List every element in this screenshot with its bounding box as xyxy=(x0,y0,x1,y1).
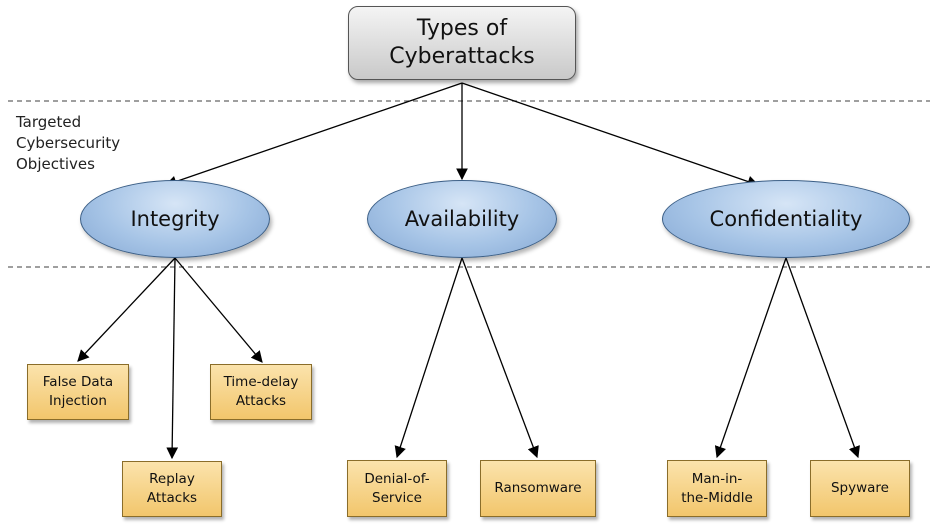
attack-time-delay-line1: Time-delay xyxy=(223,374,299,390)
arrow-confidentiality-to-man-in-the-middle xyxy=(714,257,787,459)
root-node: Types of Cyberattacks xyxy=(348,6,576,80)
attack-time-delay: Time-delay Attacks xyxy=(210,364,312,420)
side-label-line1: Targeted xyxy=(16,113,82,131)
arrow-integrity-to-false-data-injection xyxy=(77,257,176,362)
objective-availability-label: Availability xyxy=(404,207,520,231)
attack-man-in-the-middle: Man-in- the-Middle xyxy=(667,460,767,517)
attack-time-delay-line2: Attacks xyxy=(235,393,287,409)
arrow-availability-to-ransomware xyxy=(461,257,539,459)
side-label-line2: Cybersecurity xyxy=(16,134,121,152)
attack-false-data-injection-line1: False Data xyxy=(42,374,114,390)
objective-integrity-label: Integrity xyxy=(130,207,220,231)
arrow-root-to-integrity xyxy=(164,82,463,188)
attack-denial-of-service-line1: Denial-of- xyxy=(364,470,430,487)
arrow-confidentiality-to-spyware xyxy=(785,257,860,459)
arrow-integrity-to-time-delay xyxy=(174,257,263,363)
arrow-root-to-confidentiality xyxy=(461,82,760,188)
arrow-availability-to-denial-of-service xyxy=(394,257,463,459)
attack-false-data-injection-line2: Injection xyxy=(49,393,107,409)
attack-replay-line2: Attacks xyxy=(146,490,198,506)
attack-spyware: Spyware xyxy=(810,460,910,517)
attack-ransomware-line1: Ransomware xyxy=(494,480,582,496)
side-label-line3: Objectives xyxy=(16,155,95,173)
objective-availability: Availability xyxy=(367,180,557,258)
attack-denial-of-service: Denial-of- Service xyxy=(347,460,447,517)
root-label-line2: Cyberattacks xyxy=(389,44,535,69)
attack-replay: Replay Attacks xyxy=(122,461,222,517)
arrow-integrity-to-replay xyxy=(166,257,179,460)
attack-spyware-line1: Spyware xyxy=(830,480,889,496)
attack-denial-of-service-line2: Service xyxy=(372,489,422,506)
targeted-objectives-label: Targeted Cybersecurity Objectives xyxy=(16,112,166,175)
attack-man-in-the-middle-line1: Man-in- xyxy=(691,470,743,487)
root-label-line1: Types of xyxy=(416,16,508,41)
objective-integrity: Integrity xyxy=(80,180,270,258)
attack-replay-line1: Replay xyxy=(149,471,195,487)
objective-confidentiality: Confidentiality xyxy=(662,180,910,258)
objective-confidentiality-label: Confidentiality xyxy=(709,207,863,231)
attack-false-data-injection: False Data Injection xyxy=(27,364,129,420)
attack-ransomware: Ransomware xyxy=(480,460,596,517)
attack-man-in-the-middle-line2: the-Middle xyxy=(681,489,753,506)
